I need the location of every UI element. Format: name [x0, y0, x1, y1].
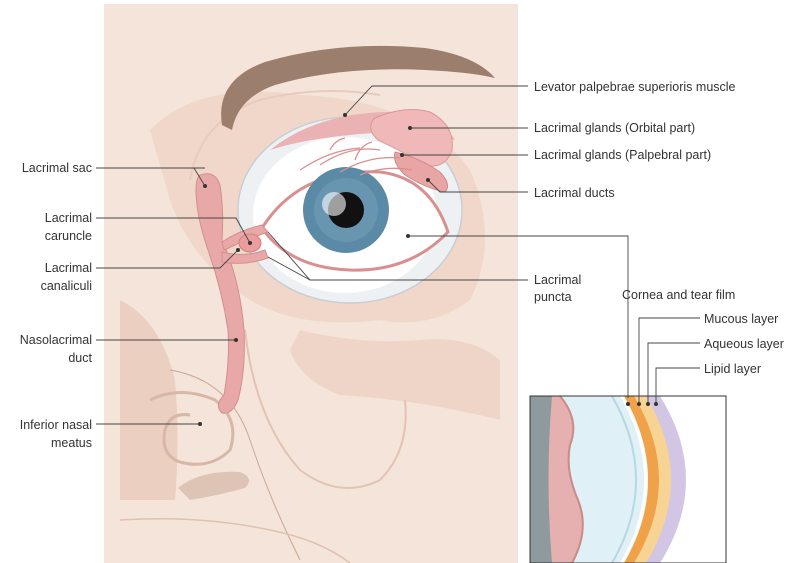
dot-cornea	[406, 234, 410, 238]
label-sac: Lacrimal sac	[22, 161, 92, 175]
label-meatus-1: Inferior nasal	[20, 418, 92, 432]
label-caruncle-1: Lacrimal	[45, 211, 92, 225]
label-caruncle-2: caruncle	[45, 229, 92, 243]
label-meatus-2: meatus	[51, 436, 92, 450]
label-orbital: Lacrimal glands (Orbital part)	[534, 121, 695, 135]
dot-mucous	[637, 402, 641, 406]
label-nasolacrimal-1: Nasolacrimal	[20, 333, 92, 347]
dot-orbital	[408, 126, 412, 130]
iris-highlight	[322, 192, 346, 216]
label-canaliculi-2: canaliculi	[41, 279, 92, 293]
label-lipid: Lipid layer	[704, 362, 761, 376]
dot-lipid	[654, 402, 658, 406]
label-levator: Levator palpebrae superioris muscle	[534, 80, 736, 94]
dot-canaliculi	[236, 248, 240, 252]
label-aqueous: Aqueous layer	[704, 337, 784, 351]
label-mucous: Mucous layer	[704, 312, 778, 326]
dot-levator	[343, 113, 347, 117]
dot-palpebral	[400, 153, 404, 157]
dot-cornea-inset	[626, 402, 630, 406]
label-cornea: Cornea and tear film	[622, 288, 735, 302]
label-puncta-1: Lacrimal	[534, 273, 581, 287]
label-puncta-2: puncta	[534, 290, 572, 304]
tear-film-inset	[530, 396, 726, 563]
dot-aqueous	[646, 402, 650, 406]
dot-nasolacrimal	[234, 338, 238, 342]
label-palpebral: Lacrimal glands (Palpebral part)	[534, 148, 711, 162]
label-nasolacrimal-2: duct	[68, 351, 92, 365]
dot-meatus	[198, 422, 202, 426]
dot-ducts	[426, 178, 430, 182]
dot-caruncle	[248, 241, 252, 245]
label-canaliculi-1: Lacrimal	[45, 261, 92, 275]
label-ducts: Lacrimal ducts	[534, 186, 615, 200]
